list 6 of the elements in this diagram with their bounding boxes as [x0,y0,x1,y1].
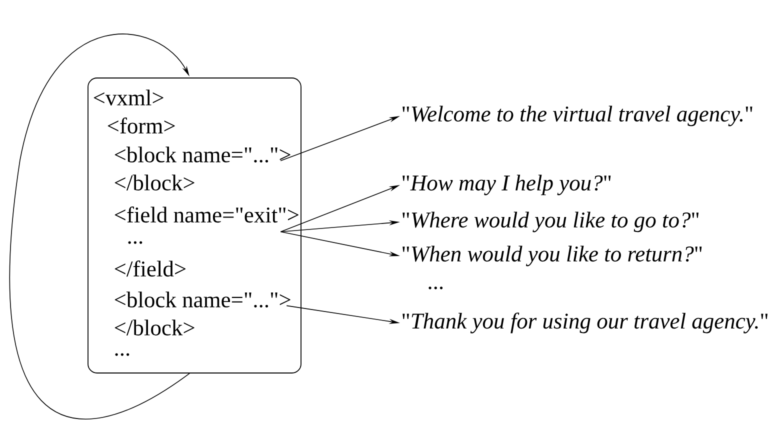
prompt-text: "Thank you for using our travel agency." [402,312,768,334]
prompt-text: "Where would you like to go to?" [402,212,699,232]
prompt-text: "When would you like to return?" [402,246,702,266]
prompt-text: "How may I help you?" [402,174,611,196]
prompt-text: "Welcome to the virtual travel agency." [402,106,752,126]
ellipsis-label: ... [428,286,443,290]
